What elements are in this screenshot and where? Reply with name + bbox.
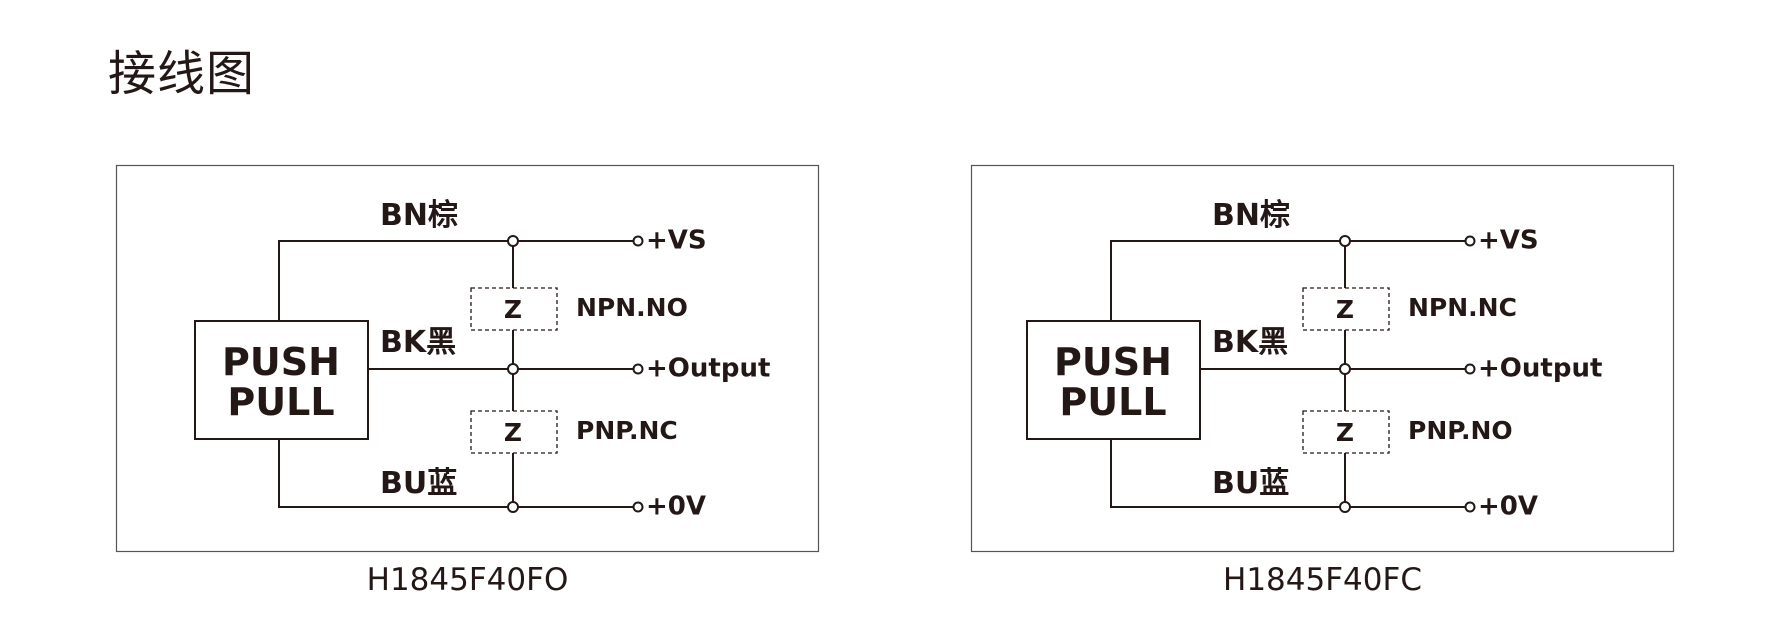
load-label-upper: Z bbox=[504, 295, 522, 324]
push-pull-line-1: PUSH bbox=[1054, 340, 1172, 384]
terminal-node bbox=[632, 363, 644, 375]
junction-dot bbox=[1339, 363, 1351, 375]
wire-label-brown: BN棕 bbox=[380, 198, 458, 233]
wiring-diagram-1-canvas: Z Z PUSH PULL BN棕 BK黑 BU蓝 +VS +Output +0… bbox=[115, 164, 820, 553]
junction-dot bbox=[507, 363, 519, 375]
wire-label-black: BK黑 bbox=[1212, 325, 1288, 360]
junction-dot bbox=[1339, 235, 1351, 247]
terminal-label-vs: +VS bbox=[1478, 226, 1539, 256]
terminal-node bbox=[1464, 501, 1476, 513]
load-label-lower: Z bbox=[504, 418, 522, 447]
load-box-lower bbox=[1302, 410, 1390, 454]
load-box-lower bbox=[470, 410, 558, 454]
terminal-label-output: +Output bbox=[646, 354, 770, 384]
wire-label-black: BK黑 bbox=[380, 325, 456, 360]
wire-label-blue: BU蓝 bbox=[380, 466, 457, 501]
mode-label-lower: PNP.NC bbox=[576, 416, 678, 445]
push-pull-line-2: PULL bbox=[1059, 380, 1166, 424]
page-title: 接线图 bbox=[108, 46, 256, 102]
junction-dot bbox=[1339, 501, 1351, 513]
wire-label-brown: BN棕 bbox=[1212, 198, 1290, 233]
terminal-node bbox=[1464, 363, 1476, 375]
terminal-node bbox=[632, 501, 644, 513]
terminal-label-0v: +0V bbox=[1478, 492, 1538, 522]
terminal-label-vs: +VS bbox=[646, 226, 707, 256]
push-pull-line-2: PULL bbox=[227, 380, 334, 424]
push-pull-box bbox=[194, 320, 369, 440]
mode-label-upper: NPN.NO bbox=[576, 293, 688, 322]
diagram-caption-2: H1845F40FC bbox=[1223, 562, 1422, 598]
load-box-upper bbox=[470, 287, 558, 331]
wire-top bbox=[1110, 240, 1345, 321]
push-pull-line-1: PUSH bbox=[222, 340, 340, 384]
wire-label-blue: BU蓝 bbox=[1212, 466, 1289, 501]
diagram-frame bbox=[970, 164, 1675, 553]
wire-top bbox=[278, 240, 513, 321]
junction-dot bbox=[507, 235, 519, 247]
terminal-label-0v: +0V bbox=[646, 492, 706, 522]
mode-label-upper: NPN.NC bbox=[1408, 293, 1517, 322]
terminal-node bbox=[1464, 235, 1476, 247]
load-label-lower: Z bbox=[1336, 418, 1354, 447]
mode-label-lower: PNP.NO bbox=[1408, 416, 1513, 445]
load-label-upper: Z bbox=[1336, 295, 1354, 324]
terminal-label-output: +Output bbox=[1478, 354, 1602, 384]
wiring-diagram-2-canvas: Z Z PUSH PULL BN棕 BK黑 BU蓝 +VS +Output +0… bbox=[970, 164, 1675, 553]
wiring-diagram-2: Z Z PUSH PULL BN棕 BK黑 BU蓝 +VS +Output +0… bbox=[970, 164, 1675, 553]
load-box-upper bbox=[1302, 287, 1390, 331]
terminal-node bbox=[632, 235, 644, 247]
diagram-caption-1: H1845F40FO bbox=[366, 562, 569, 598]
push-pull-box bbox=[1026, 320, 1201, 440]
wiring-diagram-1: Z Z PUSH PULL BN棕 BK黑 BU蓝 +VS +Output +0… bbox=[115, 164, 820, 553]
diagram-frame bbox=[115, 164, 820, 553]
junction-dot bbox=[507, 501, 519, 513]
